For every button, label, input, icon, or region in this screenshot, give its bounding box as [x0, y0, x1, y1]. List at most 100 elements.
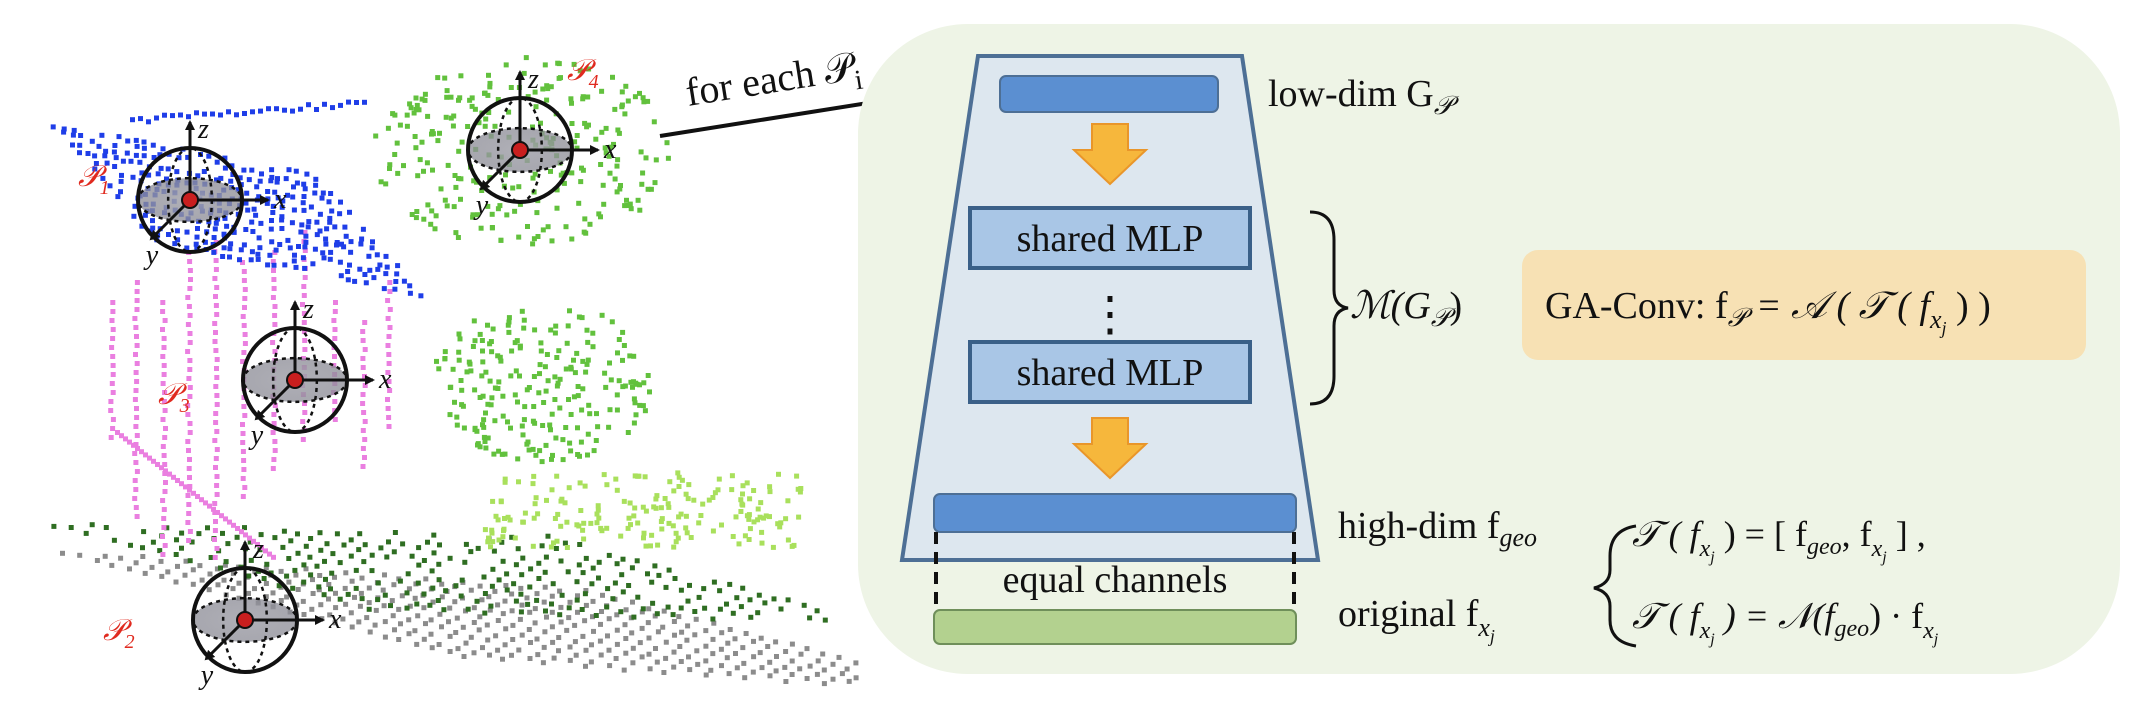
point [89, 522, 95, 528]
point [270, 203, 276, 209]
point [362, 455, 367, 460]
point [620, 357, 625, 363]
point [671, 649, 677, 655]
point [590, 344, 596, 350]
point [111, 149, 117, 155]
point [531, 404, 537, 409]
point [711, 620, 717, 626]
point [119, 172, 124, 178]
point [554, 383, 560, 389]
point [257, 245, 263, 251]
point [710, 528, 716, 534]
point [503, 626, 509, 632]
point [536, 576, 542, 581]
point [241, 242, 247, 248]
point [337, 211, 343, 217]
point [271, 277, 277, 282]
point [497, 354, 503, 360]
point [596, 515, 602, 521]
point [272, 322, 278, 327]
point [539, 459, 545, 465]
point [255, 256, 261, 262]
point [493, 513, 499, 519]
point [188, 277, 193, 282]
point [385, 316, 391, 321]
point [301, 194, 307, 199]
point [646, 651, 652, 657]
point [472, 338, 478, 344]
point [211, 249, 217, 255]
point [610, 74, 615, 80]
point [257, 178, 263, 184]
point [663, 639, 669, 645]
point [562, 540, 568, 546]
point [844, 666, 850, 672]
point [338, 273, 344, 279]
point [738, 604, 744, 610]
point [495, 97, 501, 102]
point [527, 584, 533, 590]
point [401, 278, 407, 284]
point [109, 318, 115, 323]
point [264, 561, 270, 567]
point [174, 228, 180, 234]
point [521, 70, 527, 76]
point [202, 111, 207, 117]
point [622, 383, 628, 389]
point [497, 203, 503, 209]
point [675, 470, 681, 476]
point [807, 663, 813, 669]
point [303, 239, 309, 245]
point [387, 162, 393, 168]
point [643, 508, 649, 514]
point [789, 543, 795, 549]
point [463, 608, 468, 614]
point [479, 373, 485, 379]
point [522, 404, 528, 410]
point [501, 526, 507, 532]
point [564, 627, 570, 633]
point [407, 603, 413, 609]
point [549, 624, 555, 630]
point [525, 601, 531, 607]
point [150, 142, 156, 148]
point [263, 548, 268, 554]
point [314, 563, 320, 569]
point [509, 608, 515, 614]
point [288, 538, 294, 544]
point [160, 552, 166, 557]
point [340, 616, 346, 622]
point [581, 536, 587, 542]
point [323, 241, 329, 247]
point [480, 422, 485, 428]
point [642, 474, 648, 480]
axis-label: z [197, 114, 209, 145]
point [272, 313, 278, 318]
axis-label: y [143, 240, 159, 271]
point [696, 594, 702, 600]
point [759, 665, 765, 671]
point [789, 672, 795, 677]
point [606, 616, 612, 622]
point [139, 170, 145, 176]
point [195, 494, 200, 499]
point [475, 212, 481, 218]
point [564, 340, 570, 346]
point [481, 434, 487, 440]
ga-conv-box [1522, 250, 2086, 360]
point [234, 112, 239, 118]
point [388, 603, 393, 609]
point [687, 667, 693, 673]
point [601, 201, 607, 207]
point [240, 314, 246, 319]
point [130, 117, 135, 123]
point [715, 487, 721, 493]
point [663, 584, 669, 590]
point [383, 181, 389, 187]
point [563, 224, 569, 230]
point [508, 373, 514, 379]
point [623, 650, 629, 656]
point [261, 576, 267, 581]
point [671, 544, 677, 550]
point [447, 412, 453, 418]
